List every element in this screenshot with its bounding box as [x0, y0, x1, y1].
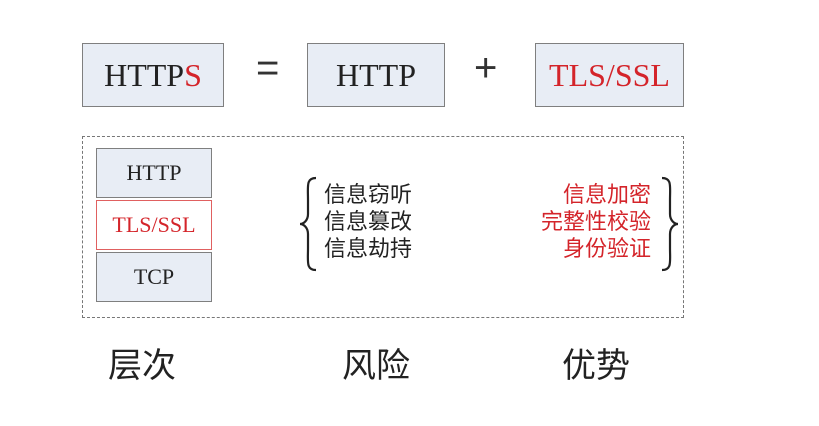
risk-item-eavesdrop: 信息窃听: [324, 183, 413, 208]
advantage-list: 信息加密 完整性校验 身份验证: [541, 182, 651, 263]
caption-risks: 风险: [342, 346, 410, 386]
advantage-item-integrity: 完整性校验: [540, 210, 651, 235]
tls-ssl-box: TLS/SSL: [535, 43, 684, 107]
layer-http-box: HTTP: [96, 148, 212, 198]
http-box: HTTP: [307, 43, 445, 107]
risk-item-tamper: 信息篡改: [324, 210, 413, 235]
https-suffix-text: S: [184, 56, 202, 93]
layer-tcp-box: TCP: [96, 252, 212, 302]
layer-tls-ssl-label: TLS/SSL: [112, 212, 196, 237]
advantage-item-encryption: 信息加密: [562, 183, 651, 208]
detail-panel: [82, 136, 684, 318]
advantage-item-authentication: 身份验证: [562, 237, 651, 262]
layer-tcp-label: TCP: [133, 264, 175, 289]
right-brace-icon: [661, 176, 679, 272]
caption-layers: 层次: [108, 346, 176, 386]
https-prefix-text: HTTP: [104, 56, 185, 93]
risk-item-hijack: 信息劫持: [324, 237, 413, 262]
left-brace-icon: [299, 176, 317, 272]
plus-sign: +: [474, 46, 498, 90]
tls-ssl-text: TLS/SSL: [549, 56, 670, 93]
layer-tls-ssl-box: TLS/SSL: [96, 200, 212, 250]
equals-sign: =: [256, 46, 280, 90]
layer-http-label: HTTP: [126, 160, 182, 185]
risk-list: 信息窃听 信息篡改 信息劫持: [324, 182, 412, 263]
http-text: HTTP: [336, 56, 416, 93]
caption-advantages: 优势: [562, 346, 630, 386]
